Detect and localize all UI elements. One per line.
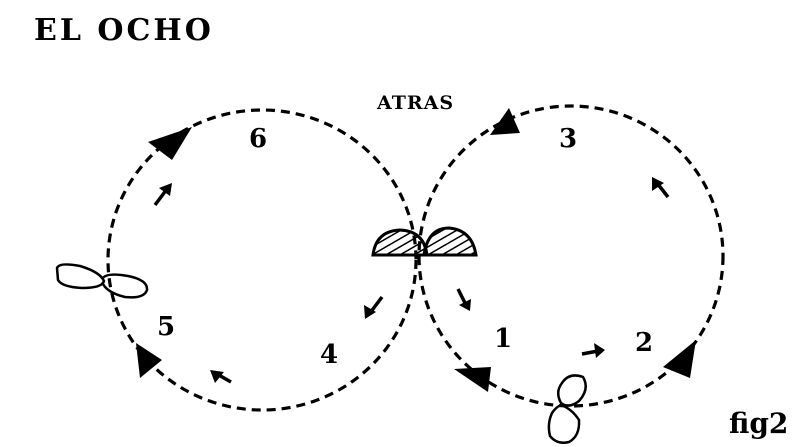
step-number-5: 5 [157,312,176,342]
step-number-1: 1 [494,324,513,354]
diagram-title: EL OCHO [34,13,214,48]
path-arrowhead-1 [454,367,491,392]
right-loop-path [417,104,725,408]
shoe-left-icon [371,228,429,257]
small-arrow-near-3 [652,177,670,199]
left-loop-path [106,108,418,412]
path-arrowhead-6 [148,127,192,160]
step-number-2: 2 [635,328,654,358]
direction-label: ATRAS [377,92,455,114]
shoe-right-icon [422,226,478,257]
step-number-4: 4 [320,340,339,370]
foot-outline-left-icon [55,263,149,299]
small-arrow-near-1 [456,288,471,311]
small-arrow-near-2 [581,343,605,358]
small-arrow-near-5 [210,370,232,384]
path-arrowhead-2 [663,340,696,378]
figure-label: fig2 [729,407,789,440]
path-arrowhead-5 [136,343,162,378]
step-number-6: 6 [249,124,268,154]
small-arrow-near-4 [364,295,384,319]
foot-outline-bottom-icon [547,374,587,444]
path-arrowhead-3 [490,108,520,135]
small-arrow-near-6 [153,183,172,207]
step-number-3: 3 [559,124,578,154]
